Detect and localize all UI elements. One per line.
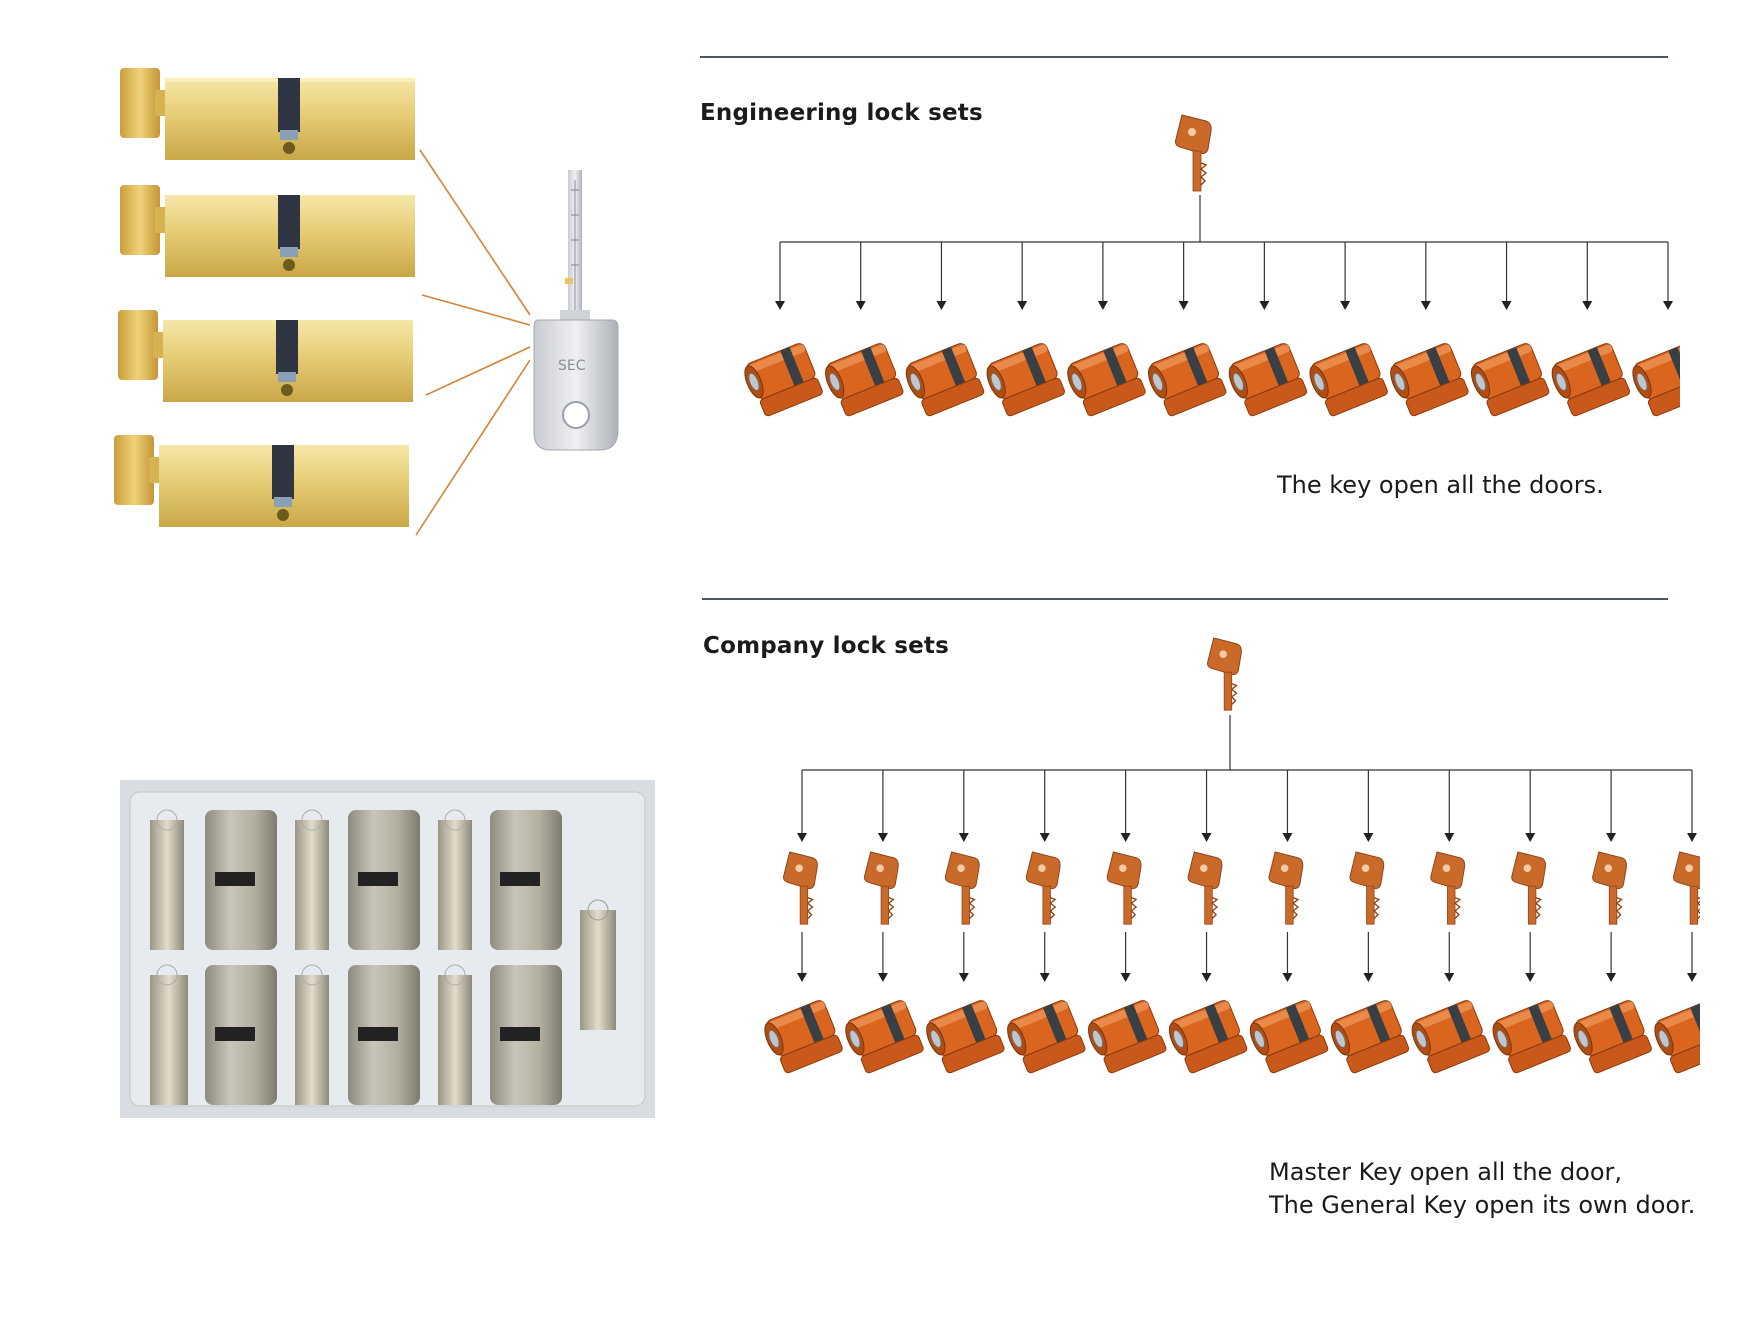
company-lock-cylinder-icon bbox=[764, 1000, 843, 1074]
engineering-arrow bbox=[855, 242, 866, 310]
engineering-lock-cylinder-icon bbox=[1228, 343, 1308, 417]
company-arrow-to-key bbox=[1120, 770, 1131, 842]
company-arrow-to-key bbox=[958, 770, 969, 842]
company-caption-line1: Master Key open all the door, bbox=[1269, 1158, 1623, 1186]
engineering-lock-cylinder-icon bbox=[744, 343, 823, 417]
engineering-arrow bbox=[775, 242, 785, 310]
company-arrow-to-lock bbox=[1039, 932, 1050, 982]
company-arrow-to-key bbox=[1444, 770, 1455, 842]
company-arrow-to-key bbox=[877, 770, 888, 842]
company-arrow-to-lock bbox=[797, 932, 807, 982]
company-general-key-icon bbox=[1673, 851, 1700, 925]
engineering-arrow bbox=[1420, 242, 1431, 310]
company-lock-cylinder-icon bbox=[926, 1000, 1005, 1074]
company-arrow-to-lock bbox=[1525, 932, 1536, 982]
engineering-master-key-icon bbox=[1175, 114, 1212, 192]
engineering-arrow bbox=[1663, 242, 1673, 310]
company-arrow-to-lock bbox=[1120, 932, 1131, 982]
company-lock-cylinder-icon bbox=[1168, 1000, 1248, 1074]
company-master-key-icon bbox=[1207, 637, 1242, 711]
company-general-key-icon bbox=[1430, 851, 1466, 925]
lock-set-tray-photo bbox=[120, 780, 655, 1118]
company-arrow-to-lock bbox=[1687, 932, 1697, 982]
engineering-lock-cylinder-icon bbox=[825, 343, 904, 417]
company-lock-cylinder-icon bbox=[1573, 1000, 1652, 1074]
company-general-key-icon bbox=[1187, 851, 1223, 925]
company-arrow-to-key bbox=[1282, 770, 1293, 842]
company-arrow-to-key bbox=[1363, 770, 1374, 842]
company-arrow-to-lock bbox=[877, 932, 888, 982]
engineering-title: Engineering lock sets bbox=[700, 100, 983, 126]
engineering-arrow bbox=[1259, 242, 1270, 310]
engineering-diagram bbox=[744, 114, 1680, 417]
company-general-key-icon bbox=[1349, 851, 1385, 925]
engineering-lock-cylinder-icon bbox=[1551, 343, 1631, 417]
company-arrow-to-key bbox=[1201, 770, 1212, 842]
engineering-caption: The key open all the doors. bbox=[1277, 471, 1604, 499]
company-diagram bbox=[764, 637, 1700, 1074]
company-arrow-to-key bbox=[797, 770, 807, 842]
company-lock-cylinder-icon bbox=[1088, 1000, 1167, 1074]
company-arrow-to-lock bbox=[1363, 932, 1374, 982]
company-lock-cylinder-icon bbox=[1492, 1000, 1571, 1074]
company-arrow-to-key bbox=[1687, 770, 1697, 842]
engineering-arrow bbox=[936, 242, 947, 310]
engineering-lock-cylinder-icon bbox=[1470, 343, 1550, 417]
engineering-lock-cylinder-icon bbox=[1067, 343, 1146, 417]
brass-cylinder-3 bbox=[118, 310, 413, 402]
engineering-lock-cylinder-icon bbox=[1309, 343, 1388, 417]
engineering-top-rule bbox=[700, 56, 1668, 58]
brass-cylinder-1 bbox=[120, 68, 415, 160]
engineering-arrow bbox=[1097, 242, 1108, 310]
engineering-lock-cylinder-icon bbox=[1148, 343, 1227, 417]
company-title: Company lock sets bbox=[703, 633, 950, 659]
tray-master-keys bbox=[580, 899, 616, 1030]
company-top-rule bbox=[702, 598, 1668, 600]
key-connector-lines bbox=[415, 149, 531, 536]
brass-cylinder-2 bbox=[120, 185, 415, 277]
company-general-key-icon bbox=[944, 851, 980, 925]
tray-row-bottom bbox=[150, 964, 562, 1105]
engineering-arrow bbox=[1178, 242, 1189, 310]
engineering-arrow bbox=[1501, 242, 1512, 310]
company-lock-cylinder-icon bbox=[1411, 1000, 1491, 1074]
company-general-key-icon bbox=[1268, 851, 1304, 925]
company-caption-line2: The General Key open its own door. bbox=[1269, 1191, 1696, 1219]
engineering-arrow bbox=[1017, 242, 1028, 310]
engineering-lock-cylinder-icon bbox=[1390, 343, 1469, 417]
company-general-key-icon bbox=[1106, 851, 1142, 925]
company-arrow-to-lock bbox=[1282, 932, 1293, 982]
shared-key-photo: SEC bbox=[530, 170, 620, 470]
company-general-key-icon bbox=[1592, 851, 1627, 925]
engineering-lock-cylinder-icon bbox=[905, 343, 985, 417]
company-arrow-to-lock bbox=[958, 932, 969, 982]
company-general-key-icon bbox=[863, 851, 899, 925]
engineering-lock-cylinder-icon bbox=[1632, 343, 1680, 417]
company-arrow-to-lock bbox=[1606, 932, 1617, 982]
company-arrow-to-key bbox=[1525, 770, 1536, 842]
brass-cylinder-4 bbox=[114, 435, 409, 527]
company-general-key-icon bbox=[1025, 851, 1061, 925]
company-lock-cylinder-icon bbox=[1249, 1000, 1329, 1074]
company-arrow-to-lock bbox=[1444, 932, 1455, 982]
company-lock-cylinder-icon bbox=[1654, 1000, 1700, 1074]
company-general-key-icon bbox=[783, 851, 818, 925]
engineering-lock-cylinder-icon bbox=[986, 343, 1065, 417]
svg-text:SEC: SEC bbox=[558, 358, 586, 374]
company-arrow-to-key bbox=[1039, 770, 1050, 842]
tray-row-top bbox=[150, 809, 562, 950]
company-lock-cylinder-icon bbox=[845, 1000, 924, 1074]
engineering-arrow bbox=[1582, 242, 1593, 310]
brass-cylinders-photo: SEC bbox=[114, 68, 620, 536]
company-lock-cylinder-icon bbox=[1330, 1000, 1410, 1074]
company-general-key-icon bbox=[1511, 851, 1547, 925]
company-arrow-to-lock bbox=[1201, 932, 1212, 982]
company-lock-cylinder-icon bbox=[1007, 1000, 1086, 1074]
engineering-arrow bbox=[1340, 242, 1351, 310]
company-arrow-to-key bbox=[1606, 770, 1617, 842]
